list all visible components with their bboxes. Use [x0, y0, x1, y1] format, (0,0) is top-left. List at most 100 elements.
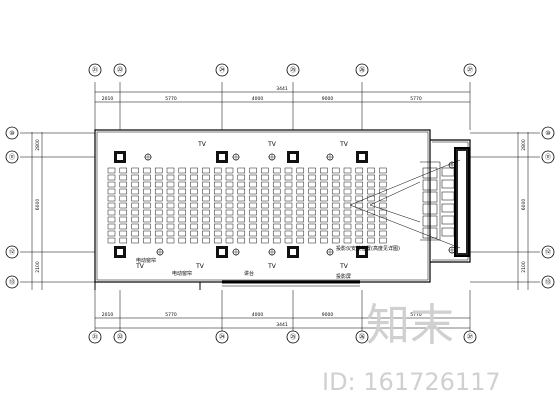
seat [131, 223, 139, 230]
seat [367, 195, 375, 202]
seat [178, 237, 187, 244]
axis-bubble-label: ㉖ [359, 333, 365, 341]
watermark-id: ID: 161726117 [322, 368, 501, 396]
seat [225, 167, 234, 174]
dimension-value: 2010 [102, 312, 114, 318]
seat [320, 188, 328, 195]
axis-bubble [355, 63, 369, 77]
seat [202, 202, 210, 209]
seat [190, 230, 198, 237]
dim-top-total: 3441 [276, 86, 288, 92]
seat [213, 188, 222, 195]
seat [154, 237, 163, 244]
seat [379, 188, 387, 195]
structural-columns [114, 151, 456, 258]
seat [331, 216, 340, 223]
tv-label: TV [267, 263, 277, 270]
seat [213, 223, 222, 230]
seat [343, 237, 352, 244]
seat [308, 167, 316, 174]
seat [202, 216, 210, 223]
seat [107, 209, 116, 216]
seat [320, 209, 328, 216]
seat [190, 174, 198, 181]
axis-bubble [5, 275, 19, 289]
seat [296, 195, 305, 202]
seat [320, 181, 328, 188]
seat [249, 216, 257, 223]
axis-bubble-label: ㉒ [117, 333, 123, 341]
seat [213, 181, 222, 188]
seat [355, 202, 364, 209]
seat [143, 223, 151, 230]
seat [331, 174, 340, 181]
seat [379, 202, 387, 209]
dimension-value: 9000 [322, 312, 334, 318]
dimension-value: 5770 [165, 96, 177, 102]
seat [367, 230, 375, 237]
seat [202, 209, 210, 216]
axis-bubble [215, 330, 229, 344]
seat [202, 237, 210, 244]
column-core [359, 154, 365, 160]
dimension-value: 4000 [252, 312, 264, 318]
seat [166, 230, 175, 237]
seat [166, 237, 175, 244]
column-core [117, 249, 123, 255]
seat [296, 188, 305, 195]
seat [119, 230, 128, 237]
column-core [219, 154, 225, 160]
seat [320, 202, 328, 209]
seat [237, 223, 246, 230]
seat [143, 188, 151, 195]
axis-bubble-label: ⑫ [545, 248, 551, 256]
tv-label: TV [267, 141, 277, 148]
seat [355, 188, 364, 195]
seat [249, 202, 257, 209]
seat [178, 209, 187, 216]
seat [272, 195, 281, 202]
seat [320, 174, 328, 181]
seat [331, 181, 340, 188]
seat [261, 167, 269, 174]
seat [284, 202, 293, 209]
seat [178, 167, 187, 174]
axis-bubble [541, 245, 555, 259]
seat [331, 202, 340, 209]
seat [225, 195, 234, 202]
seat [261, 202, 269, 209]
seat [367, 188, 375, 195]
seat [213, 195, 222, 202]
seat [154, 188, 163, 195]
axis-bubble-label: ⑬ [545, 278, 551, 286]
axis-bubble [5, 245, 19, 259]
seat [202, 181, 210, 188]
seat [119, 237, 128, 244]
seat [308, 223, 316, 230]
seat [343, 181, 352, 188]
seat [131, 195, 139, 202]
seat [213, 174, 222, 181]
dimension-value: 2800 [521, 139, 527, 151]
seat [119, 174, 128, 181]
seat [249, 230, 257, 237]
column-core [117, 154, 123, 160]
seat [367, 202, 375, 209]
axis-bubble [5, 150, 19, 164]
seat [202, 167, 210, 174]
seat [379, 209, 387, 216]
seat [296, 216, 305, 223]
seat [272, 209, 281, 216]
seat [166, 209, 175, 216]
seat [308, 202, 316, 209]
seat [261, 188, 269, 195]
seat [143, 230, 151, 237]
seat [355, 167, 364, 174]
axis-bubble [463, 330, 477, 344]
seat [178, 181, 187, 188]
side-dimensions [20, 132, 540, 290]
seat [331, 209, 340, 216]
seat [107, 223, 116, 230]
